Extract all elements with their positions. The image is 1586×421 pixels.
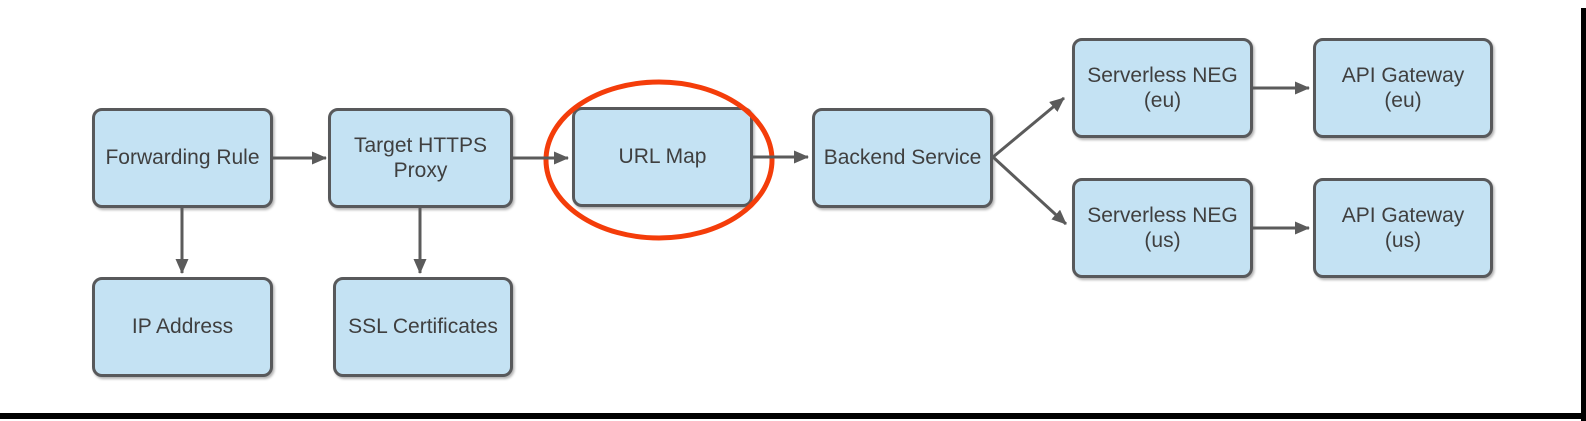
node-backend-service: Backend Service (812, 108, 993, 208)
node-label: Backend Service (823, 146, 982, 170)
node-api-gateway-eu: API Gateway (eu) (1313, 38, 1493, 138)
node-label: Serverless NEG (1087, 203, 1238, 227)
frame-border-right (1581, 8, 1586, 421)
node-label: Serverless NEG (1087, 63, 1238, 87)
node-label: API Gateway (1341, 63, 1465, 87)
node-serverless-neg-eu: Serverless NEG (eu) (1072, 38, 1253, 138)
node-label: (eu) (1384, 89, 1422, 112)
node-label: IP Address (131, 315, 234, 339)
edge-backend-service-to-serverless-neg-us (991, 155, 1068, 226)
node-label: Forwarding Rule (105, 146, 260, 170)
node-label: (us) (1144, 229, 1181, 252)
node-label: SSL Certificates (348, 315, 498, 339)
node-label: API Gateway (1341, 203, 1465, 227)
node-target-https-proxy: Target HTTPS Proxy (328, 108, 513, 208)
node-label: URL Map (618, 145, 707, 169)
edge-backend-service-to-serverless-neg-eu (992, 96, 1065, 159)
node-ip-address: IP Address (92, 277, 273, 377)
node-url-map: URL Map (572, 107, 753, 207)
frame-border-bottom (0, 413, 1586, 419)
node-serverless-neg-us: Serverless NEG (us) (1072, 178, 1253, 278)
node-label: Target HTTPS (353, 133, 488, 157)
node-label: (eu) (1143, 89, 1182, 112)
node-forwarding-rule: Forwarding Rule (92, 108, 273, 208)
node-label: Proxy (393, 159, 448, 182)
node-api-gateway-us: API Gateway (us) (1313, 178, 1493, 278)
node-ssl-certificates: SSL Certificates (333, 277, 513, 377)
node-label: (us) (1384, 229, 1422, 252)
